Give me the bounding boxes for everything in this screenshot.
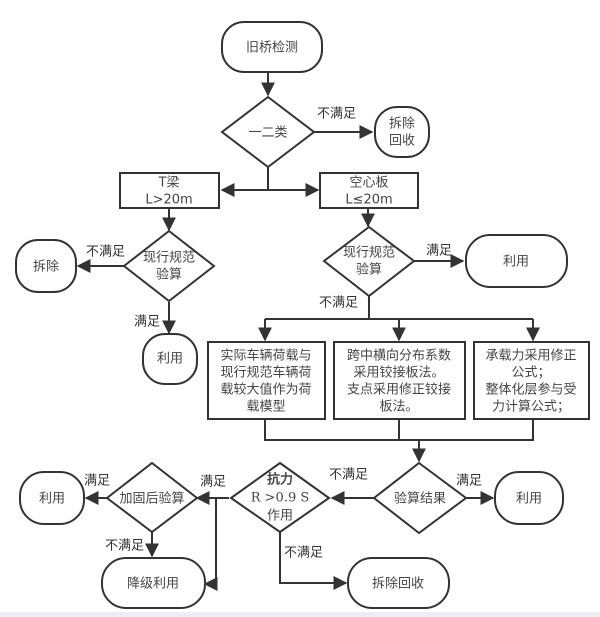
node-label-line: 整体化层参与受 [485,382,576,398]
edge-label: 满足 [84,474,110,489]
node-label-line: 验算 [156,267,182,283]
node-slab-check: 现行规范 验算 [322,225,416,298]
edge-resistance-pass-down [203,498,218,591]
connectors [76,72,540,591]
node-label-line: 支点采用修正铰接 [347,382,451,398]
node-label-line: 实际车辆荷载与 [220,348,311,364]
node-use-result-label: 利用 [516,492,542,507]
node-class-check: 一二类 [220,95,316,169]
node-use-reinforced: 利用 [19,471,85,525]
edge-label: 不满足 [86,245,125,260]
node-class-check-label: 一二类 [248,126,287,141]
edge-label: 满足 [200,475,226,490]
edge-label: 不满足 [105,539,144,554]
node-label-line: 公式； [511,366,550,381]
node-demolish-left-label: 拆除 [33,260,59,275]
node-label-line: 承载力采用修正 [485,349,576,364]
edge-resistance-fail [279,532,348,590]
edge-label: 不满足 [284,546,323,561]
node-label-line: 现行规范 [143,251,195,266]
node-reinforce-check-label: 加固后验算 [119,491,184,507]
bottom-edge-strip [0,612,600,617]
node-use-reinforced-label: 利用 [39,492,65,507]
edge-label: 不满足 [317,107,356,122]
node-use-right-top-label: 利用 [503,255,529,270]
edge-labels: 不满足 不满足 满足 满足 不满足 不满足 满足 满足 不满足 满足 不满足 [84,107,482,561]
node-method-3: 承载力采用修正 公式； 整体化层参与受 力计算公式； [473,341,590,420]
node-label-line: 空心板 [349,176,388,191]
node-label-line: 力计算公式； [492,400,570,415]
node-label-line: 采用铰接板法。 [353,365,444,381]
node-method-2: 跨中横向分布系数 采用铰接板法。 支点采用修正铰接 板法。 [333,341,466,420]
node-t-beam: T梁 L>20m [119,172,220,209]
node-label-line: 板法。 [379,400,418,415]
node-use-right-top: 利用 [465,234,568,288]
node-label-line: 现行规范车辆荷 [220,365,311,381]
edge-label: 满足 [134,315,160,330]
node-hollow-slab: 空心板 L≤20m [319,172,419,209]
node-label-line: 载较大值作为荷 [220,382,311,398]
node-label-line: L≤20m [345,193,392,208]
node-use-left-label: 利用 [157,352,183,367]
node-label-line: 作用 [267,509,293,524]
node-label-line: L>20m [145,193,192,208]
edge-label: 不满足 [329,468,368,483]
edge-label: 满足 [456,474,482,489]
node-downgrade-use-label: 降级利用 [127,577,179,592]
edge-label: 满足 [426,244,452,259]
node-result-check: 验算结果 [372,461,468,535]
node-resistance-check: 抗力 R >0.9 S 作用 [229,461,331,534]
node-demolish-recycle-top: 拆除 回收 [374,106,430,158]
node-demolish-recycle-bottom: 拆除回收 [347,557,450,609]
node-label-line: T梁 [158,176,180,191]
node-t-beam-check: 现行规范 验算 [122,229,216,303]
node-label-line: R >0.9 S [251,491,310,506]
node-start: 旧桥检测 [221,21,323,73]
node-demolish-left: 拆除 [15,239,77,293]
node-downgrade-use: 降级利用 [101,557,206,609]
node-label-line: 跨中横向分布系数 [347,348,451,364]
node-result-check-label: 验算结果 [394,491,446,507]
node-use-left: 利用 [142,333,198,385]
node-demolish-recycle-bottom-label: 拆除回收 [372,577,424,592]
node-label-line: 抗力 [267,472,293,488]
edge-label: 不满足 [319,296,358,311]
node-label-line: 载模型 [246,400,285,415]
node-label-line: 回收 [389,134,415,149]
node-label-line: 现行规范 [343,246,395,261]
node-reinforce-check: 加固后验算 [105,461,199,534]
node-method-1: 实际车辆荷载与 现行规范车辆荷 载较大值作为荷 载模型 [207,341,326,420]
node-use-result: 利用 [494,471,564,525]
node-start-label: 旧桥检测 [246,41,298,56]
node-label-line: 验算 [356,262,382,278]
node-label-line: 拆除 [389,117,415,132]
